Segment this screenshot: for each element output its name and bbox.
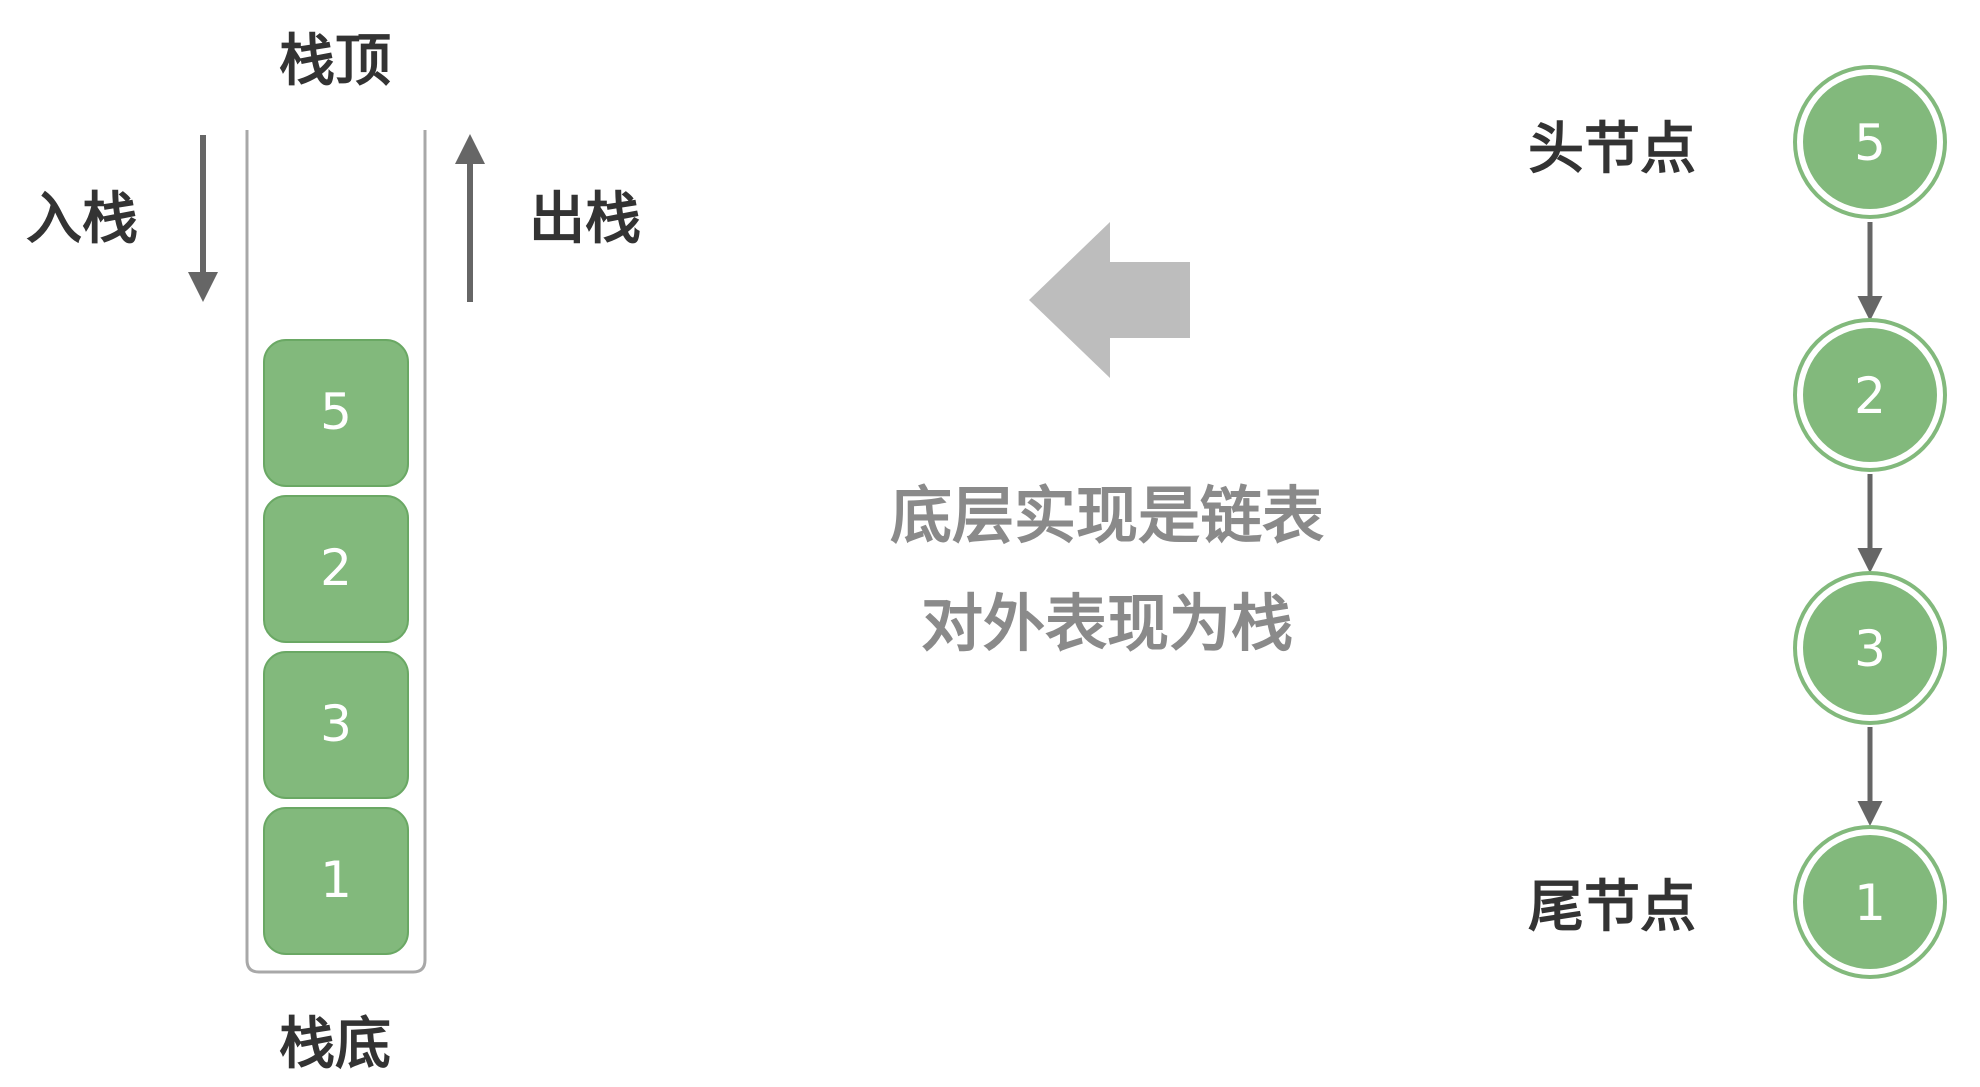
list-node: 2	[1793, 318, 1947, 472]
list-node-value: 1	[1854, 874, 1886, 932]
list-node-value: 3	[1854, 620, 1886, 678]
stack-item-value: 2	[320, 539, 352, 597]
list-node-circle	[1803, 75, 1937, 209]
stack-bottom-label: 栈底	[279, 1012, 391, 1077]
stack-item-box	[263, 339, 409, 487]
list-node: 1	[1793, 825, 1947, 979]
head-node-label: 头节点	[1528, 117, 1696, 182]
list-node-circle	[1803, 581, 1937, 715]
stack-item-box	[263, 495, 409, 643]
stack-item-value: 3	[320, 695, 352, 753]
list-node: 5	[1793, 65, 1947, 219]
stack-item: 3	[263, 651, 409, 799]
conversion-group: 底层实现是链表 对外表现为栈	[890, 222, 1324, 660]
stack-top-label: 栈顶	[279, 29, 391, 94]
list-node: 3	[1793, 571, 1947, 725]
stack-item: 1	[263, 807, 409, 955]
pop-label: 出栈	[529, 187, 641, 252]
stack-group: 栈顶 栈底 入栈 出栈 5 2 3 1	[26, 29, 641, 1077]
list-node-circle	[1803, 835, 1937, 969]
caption-line-2: 对外表现为栈	[921, 587, 1293, 660]
list-node-value: 5	[1854, 114, 1886, 172]
stack-item-box	[263, 651, 409, 799]
stack-item-value: 1	[320, 851, 352, 909]
caption-line-1: 底层实现是链表	[890, 479, 1324, 552]
stack-item-box	[263, 807, 409, 955]
stack-item-value: 5	[320, 383, 352, 441]
push-label: 入栈	[26, 187, 138, 252]
tail-node-label: 尾节点	[1528, 875, 1696, 940]
big-left-arrow-icon	[1029, 222, 1190, 378]
list-node-value: 2	[1854, 367, 1886, 425]
stack-item: 5	[263, 339, 409, 487]
linked-list-group: 头节点 尾节点 5 2 3 1	[1528, 65, 1947, 979]
stack-container	[245, 130, 427, 974]
list-node-circle	[1803, 328, 1937, 462]
stack-item: 2	[263, 495, 409, 643]
